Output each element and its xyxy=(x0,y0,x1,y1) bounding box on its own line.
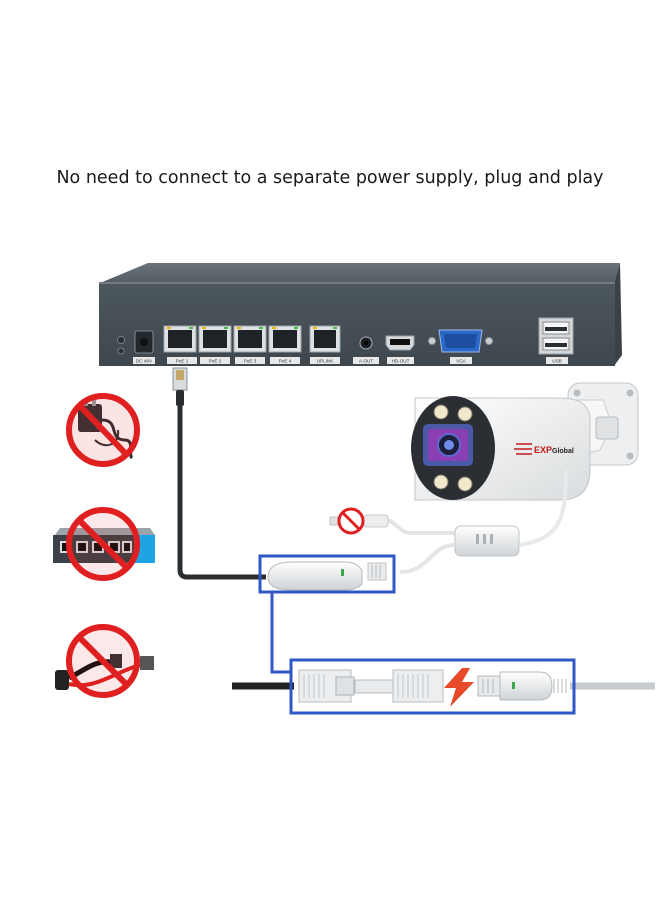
poe-port-4: PoE 4 xyxy=(268,325,302,364)
prohibit-icon xyxy=(337,507,365,535)
network-cable xyxy=(172,367,266,580)
hdmi-port: HD-OUT xyxy=(385,335,415,364)
poe1-label: PoE 1 xyxy=(176,359,189,364)
usb-ports: USB xyxy=(538,317,574,364)
prohibit-icon xyxy=(66,507,140,581)
uplink-label: UPLINK xyxy=(317,359,335,364)
uplink-port: UPLINK xyxy=(309,325,341,364)
power-adapter-icon xyxy=(66,393,140,467)
camera-brand: EXPGlobal xyxy=(534,445,574,455)
poe-port-1: PoE 1 xyxy=(163,325,197,364)
dc-label: DC 48V xyxy=(136,359,153,364)
prohibit-icon xyxy=(66,624,140,698)
connector-highlight-bottom xyxy=(289,658,576,715)
poe-port-3: PoE 3 xyxy=(233,325,267,364)
lightning-icon xyxy=(444,668,474,707)
prohibit-icon xyxy=(66,393,140,467)
poe4-label: PoE 4 xyxy=(279,359,292,364)
ground-screw xyxy=(117,347,125,355)
poe-switch-icon xyxy=(53,507,155,581)
connector-highlight-top xyxy=(258,554,396,594)
nvr-device: DC 48V PoE 1 PoE 2 PoE 3 xyxy=(99,263,622,366)
poe-port-2: PoE 2 xyxy=(198,325,232,364)
poe3-label: PoE 3 xyxy=(244,359,257,364)
poe-splitter-icon xyxy=(55,624,154,698)
bullet-camera: EXPGlobal xyxy=(411,382,639,501)
vga-port: VGA xyxy=(428,329,493,364)
usb-label: USB xyxy=(552,359,561,364)
camera-pigtail xyxy=(329,469,568,581)
reset-hole xyxy=(117,336,125,344)
aout-label: A-OUT xyxy=(359,359,373,364)
headline: No need to connect to a separate power s… xyxy=(56,168,604,188)
highlight-connector-line xyxy=(270,592,292,674)
vga-label: VGA xyxy=(456,359,467,364)
hdmi-label: HD-OUT xyxy=(392,359,410,364)
poe2-label: PoE 2 xyxy=(209,359,222,364)
audio-out-port: A-OUT xyxy=(353,336,379,364)
